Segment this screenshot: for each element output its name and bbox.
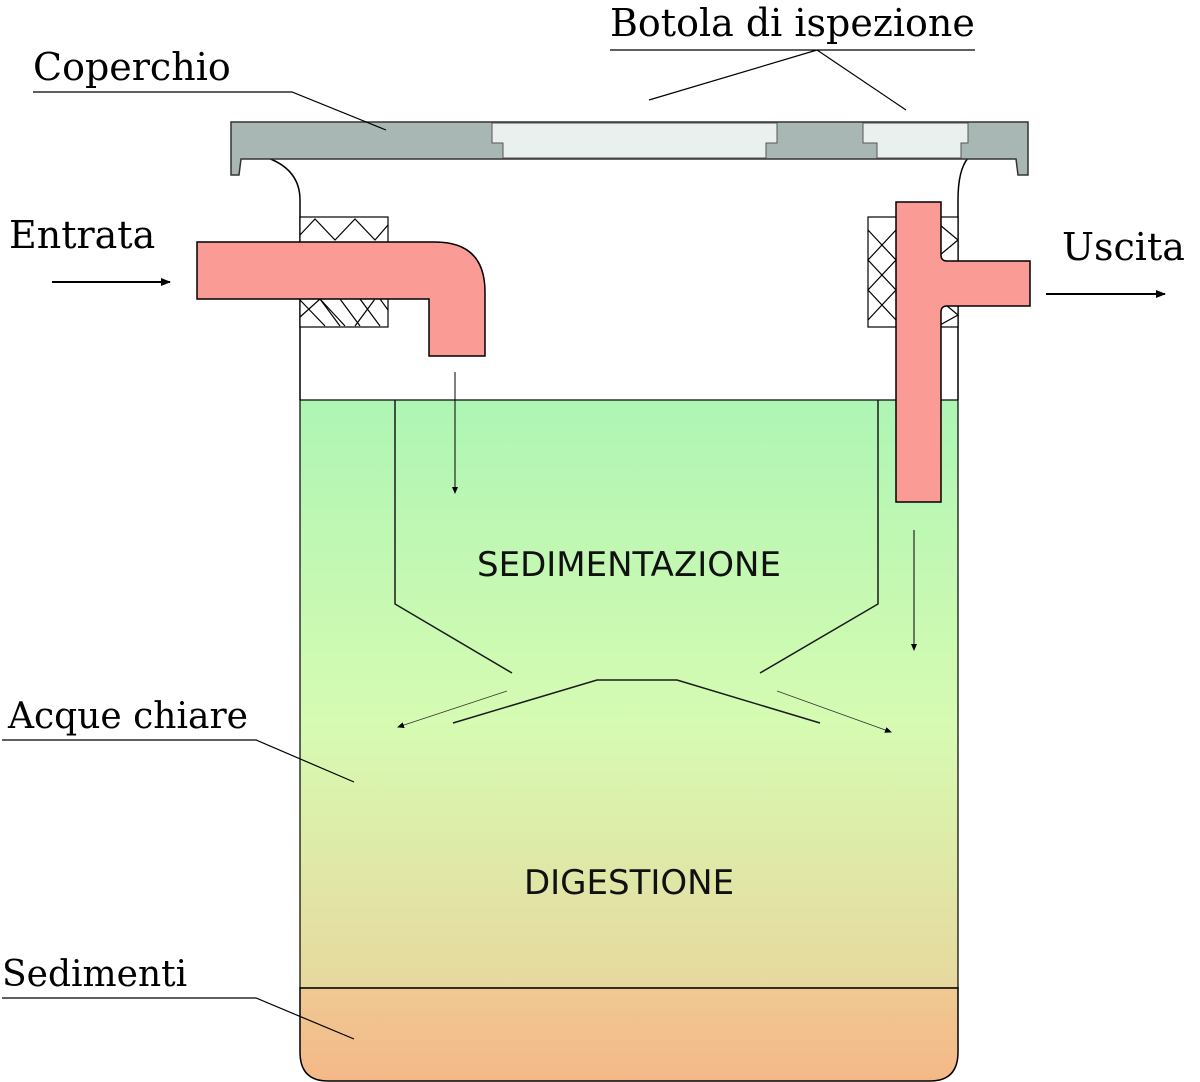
- leader-clear-water: [2, 739, 355, 783]
- chamber-wall-left: [394, 400, 513, 674]
- inspection-hatch-small: [862, 122, 969, 159]
- tank-wall-right: [957, 157, 969, 400]
- sedimentation-chamber: [394, 400, 879, 724]
- zone-sedimentation: SEDIMENTAZIONE: [477, 545, 781, 585]
- label-cover: Coperchio: [33, 45, 231, 89]
- zone-digestion: DIGESTIONE: [524, 863, 734, 903]
- label-inlet: Entrata: [9, 213, 155, 257]
- leader-hatch: [610, 49, 975, 111]
- sediment-layer: [299, 987, 959, 1082]
- deflector: [452, 679, 821, 724]
- tank: [267, 157, 969, 1082]
- outlet-pipe: [895, 201, 1031, 503]
- flow-arrows: [397, 372, 917, 733]
- flow-arrow-left-diag: [397, 690, 508, 728]
- label-clear-water: Acque chiare: [7, 696, 248, 737]
- label-inspection-hatch: Botola di ispezione: [610, 1, 975, 45]
- flow-arrow-right-diag: [776, 690, 892, 733]
- tank-wall-left: [267, 157, 301, 400]
- leader-lines: [2, 49, 975, 1040]
- chamber-wall-right: [759, 400, 879, 674]
- label-sediments: Sedimenti: [2, 954, 187, 995]
- leader-sediments: [2, 997, 355, 1040]
- label-outlet: Uscita: [1062, 225, 1185, 269]
- inspection-hatch-main: [491, 122, 778, 159]
- inlet-pipe: [196, 241, 486, 357]
- leader-cover: [33, 91, 387, 131]
- water-body: [299, 399, 959, 989]
- cover: [230, 121, 1029, 176]
